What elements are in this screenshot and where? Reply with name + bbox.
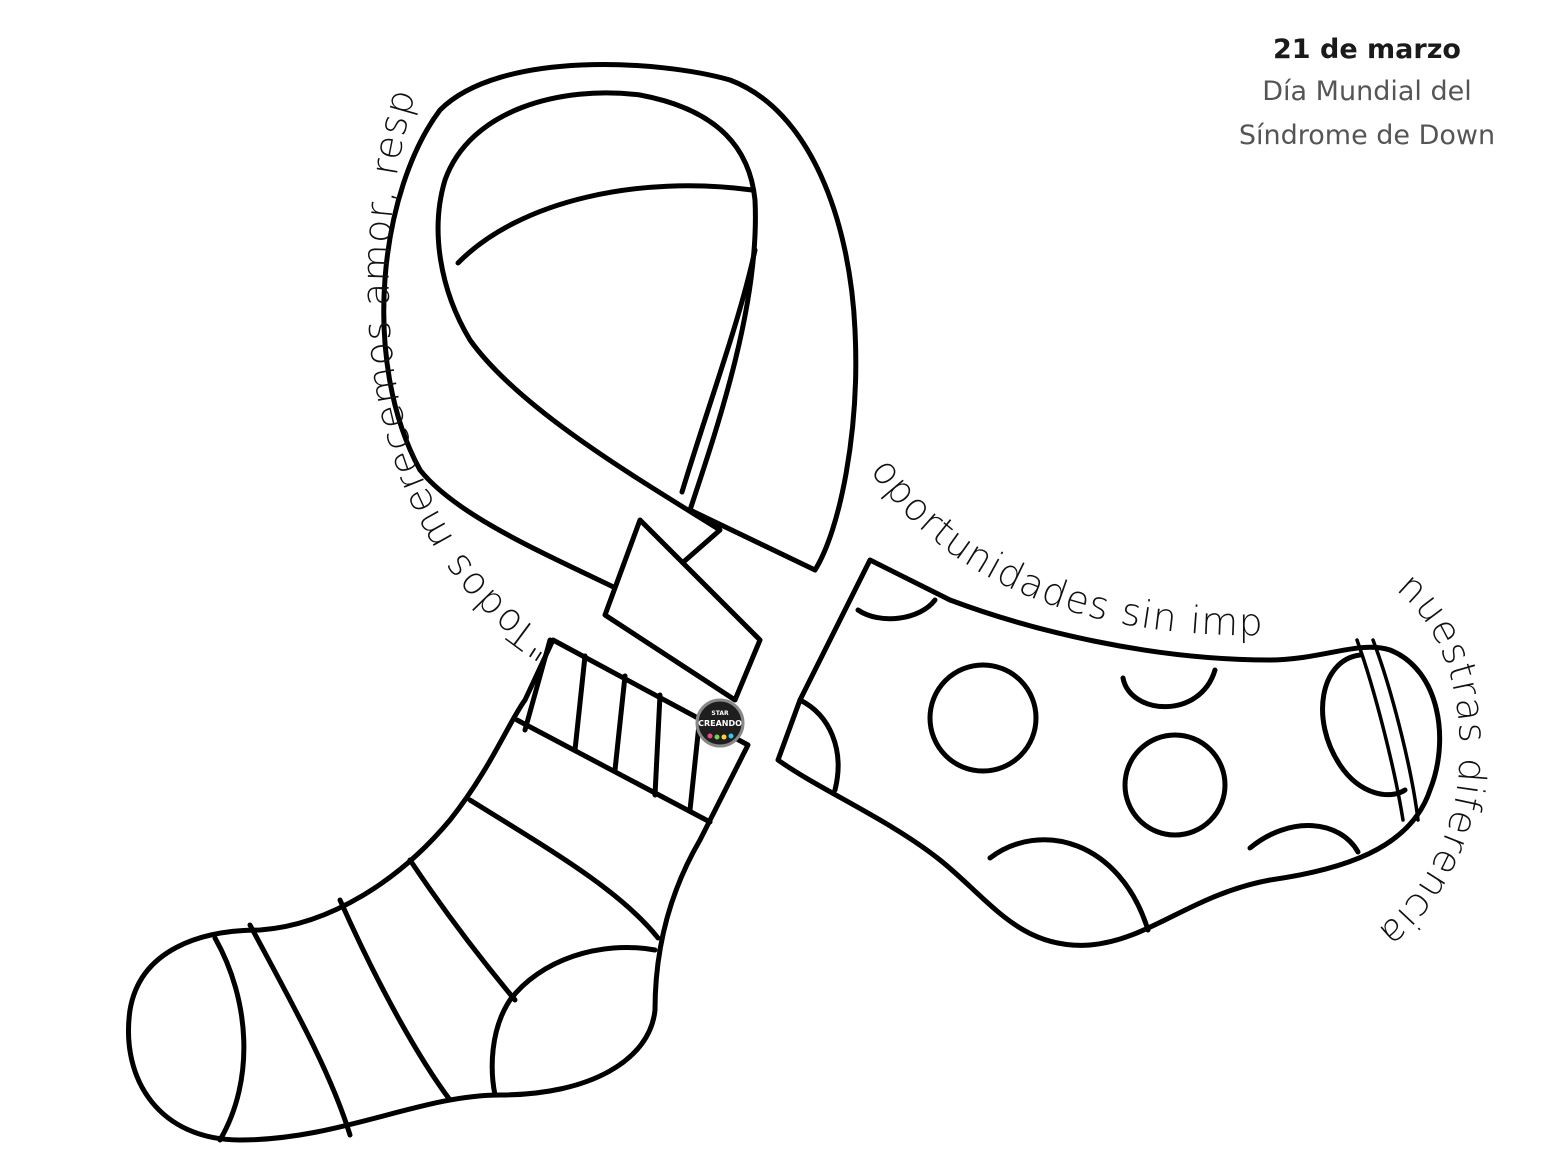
ribbon-loop <box>381 62 859 603</box>
polka-dot-sock <box>775 557 1443 948</box>
header-block: 21 de marzo Día Mundial del Síndrome de … <box>1207 30 1527 158</box>
svg-text:STAR: STAR <box>711 710 729 717</box>
ribbon-tail <box>602 517 763 703</box>
striped-sock <box>126 637 751 1143</box>
header-title-line-1: Día Mundial del <box>1262 76 1472 107</box>
svg-text:CREANDO: CREANDO <box>698 719 742 728</box>
star-creando-logo: STAR CREANDO <box>695 698 745 748</box>
header-title-line-2: Síndrome de Down <box>1238 120 1496 151</box>
header-date: 21 de marzo <box>1273 34 1461 65</box>
